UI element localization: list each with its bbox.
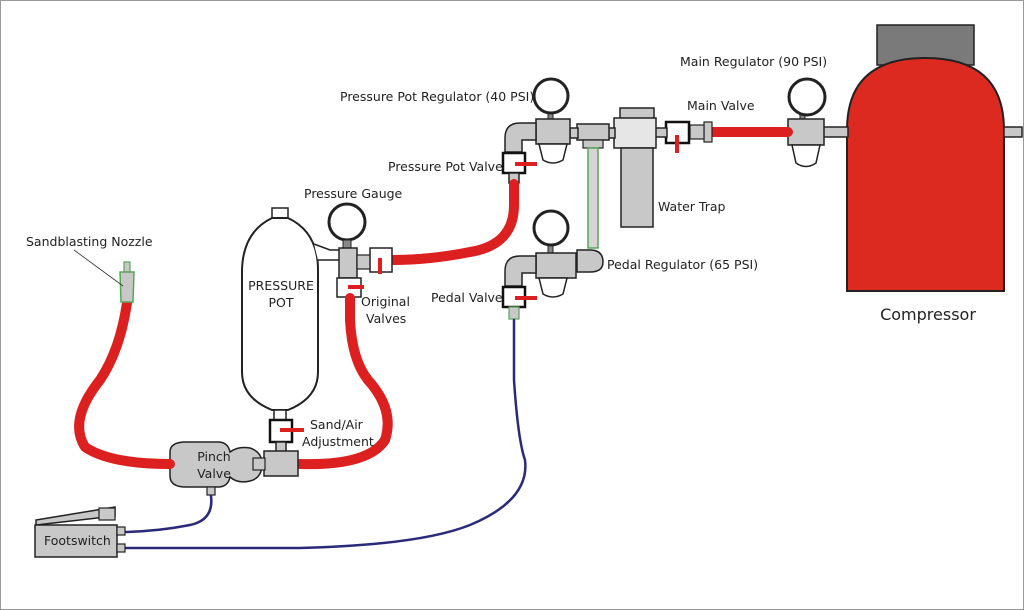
main-regulator: Main Regulator (90 PSI) [680,54,827,168]
pressure-pot-regulator-label: Pressure Pot Regulator (40 PSI) [340,89,534,104]
compressor-outlet-right [1003,126,1023,138]
sandblasting-nozzle-label: Sandblasting Nozzle [26,234,153,249]
pinch-tee [263,450,299,477]
pressure-pot-label-1: PRESSURE [248,278,314,293]
pinch-valve-label-2: Valve [197,466,231,481]
air-line-pinch-to-footswitch [123,494,213,534]
compressor: Compressor [846,24,1005,324]
main-valve-handle [675,135,679,153]
sandblasting-nozzle: Sandblasting Nozzle [26,234,153,303]
air-line-pedal-to-footswitch [123,318,527,550]
pedal-regulator-label: Pedal Regulator (65 PSI) [607,257,758,272]
pressure-pot: PRESSURE POT [241,207,319,421]
pressure-pot-regulator-gauge [532,77,570,115]
sand-air-label-2: Adjustment [302,434,374,449]
pedal-valve-handle [515,296,537,300]
main-regulator-gauge [787,77,827,117]
hose-pot-valve-to-pot [387,179,519,265]
pressure-pot-tank [241,217,319,411]
pressure-gauge-dial [327,202,367,242]
compressor-outlet-pipe [822,126,849,138]
hose-pot-to-pinch-tee [295,293,393,470]
pressure-pot-valve-label: Pressure Pot Valve [388,159,503,174]
sand-air-label-1: Sand/Air [310,417,364,432]
main-valve: Main Valve [664,98,755,153]
main-valve-label: Main Valve [687,98,755,113]
original-valves-label-2: Valves [366,311,406,326]
sand-air-handle [280,428,304,432]
pressure-gauge: Pressure Gauge [304,186,403,249]
compressor-label: Compressor [880,305,976,324]
water-trap: Water Trap [613,107,726,228]
main-regulator-label: Main Regulator (90 PSI) [680,54,827,69]
green-feed-line [587,147,599,249]
pedal-regulator-gauge [532,209,570,247]
pinch-valve: Pinch Valve [169,441,266,496]
compressor-tank [846,56,1005,292]
original-valves: Original Valves [336,247,410,326]
pressure-gauge-label: Pressure Gauge [304,186,403,201]
gauge-tee [338,247,358,279]
nozzle-leader-line [73,249,124,287]
original-valves-label-1: Original [361,294,410,309]
water-trap-label: Water Trap [658,199,726,214]
pressure-pot-regulator: Pressure Pot Regulator (40 PSI) [340,77,571,164]
footswitch: Footswitch [34,506,126,558]
pressure-pot-valve-handle [515,162,537,166]
footswitch-body [34,524,118,558]
footswitch-label: Footswitch [44,533,111,548]
pressure-pot-valve: Pressure Pot Valve [388,151,537,184]
pinch-valve-label-1: Pinch [197,449,230,464]
sand-air-adjustment: Sand/Air Adjustment [268,417,374,453]
pedal-valve-label: Pedal Valve [431,290,503,305]
hose-nozzle-to-pinch [74,298,175,469]
pressure-pot-label-2: POT [268,295,293,310]
pedal-regulator: Pedal Regulator (65 PSI) [532,209,758,298]
